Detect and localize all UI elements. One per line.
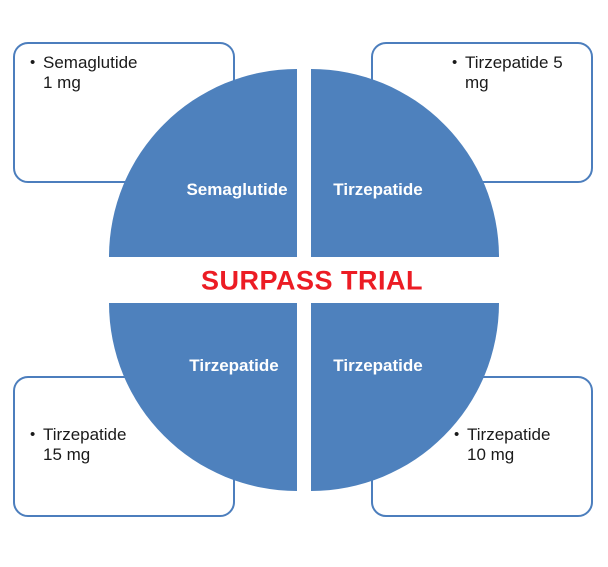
bullet-icon: •	[454, 426, 460, 443]
callout-line-1: Semaglutide	[43, 53, 138, 72]
callout-line-2: 15 mg	[43, 445, 91, 464]
callout-text-top-right: • Tirzepatide 5 mg	[452, 53, 563, 93]
callout-line-1: Tirzepatide	[43, 425, 127, 444]
diagram-title: SURPASS TRIAL	[200, 265, 424, 296]
quadrant-label-bottom-left: Tirzepatide	[189, 356, 279, 375]
bullet-icon: •	[30, 54, 36, 71]
callout-line-1: Tirzepatide	[467, 425, 551, 444]
callout-text-bottom-left: • Tirzepatide 15 mg	[30, 425, 126, 465]
quadrant-label-bottom-right: Tirzepatide	[333, 356, 423, 375]
bullet-icon: •	[30, 426, 36, 443]
quadrant-label-top-right: Tirzepatide	[333, 180, 423, 199]
callout-lines: Tirzepatide 15 mg	[43, 425, 126, 465]
callout-text-top-left: • Semaglutide 1 mg	[30, 53, 138, 93]
quadrant-label-top-left: Semaglutide	[186, 180, 288, 199]
callout-lines: Tirzepatide 10 mg	[467, 425, 550, 465]
callout-lines: Semaglutide 1 mg	[43, 53, 138, 93]
callout-line-1: Tirzepatide 5	[465, 53, 563, 72]
callout-line-2: mg	[465, 73, 489, 92]
callout-lines: Tirzepatide 5 mg	[465, 53, 563, 93]
callout-line-2: 1 mg	[43, 73, 81, 92]
bullet-icon: •	[452, 54, 458, 71]
callout-text-bottom-right: • Tirzepatide 10 mg	[454, 425, 550, 465]
callout-line-2: 10 mg	[467, 445, 515, 464]
